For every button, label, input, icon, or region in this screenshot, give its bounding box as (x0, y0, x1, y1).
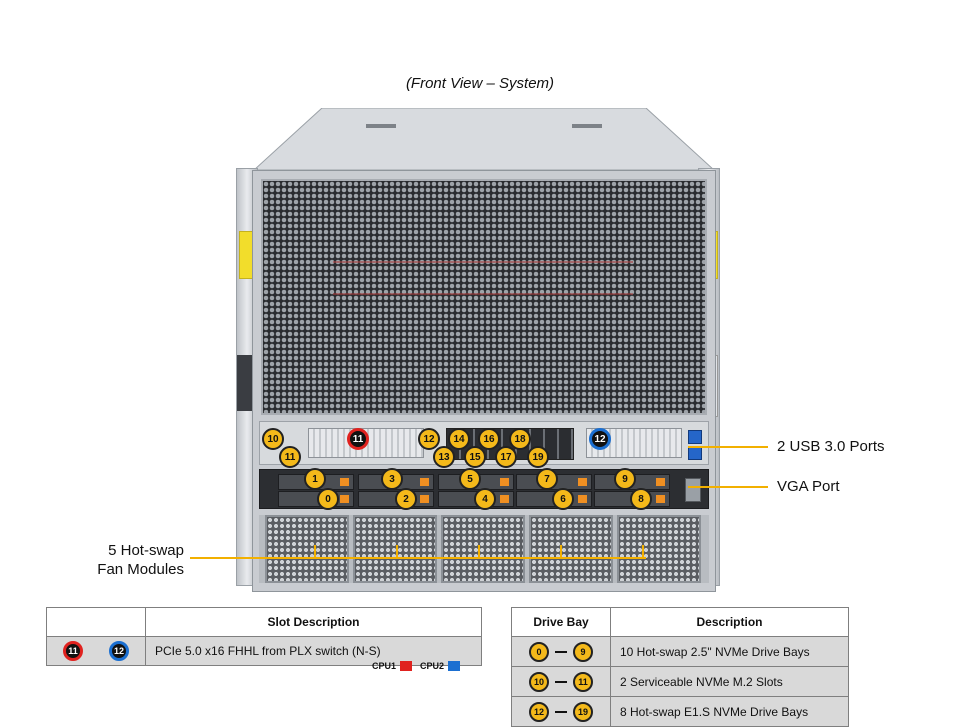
nvme-bay-badge: 4 (474, 488, 496, 510)
bay-to-badge: 19 (573, 701, 593, 722)
m2-slot-badge: 10 (262, 428, 284, 450)
drive-table-header-bay: Drive Bay (511, 607, 611, 637)
range-dash (555, 710, 567, 713)
drive-latch-icon (340, 495, 349, 503)
legend-cpu2-swatch (448, 661, 461, 671)
server-front-panel (252, 170, 716, 592)
usb-callout-label: 2 USB 3.0 Ports (777, 438, 885, 455)
cpu1-slot-badge: 11 (347, 428, 369, 450)
drive-bay[interactable] (278, 491, 354, 507)
bay-from-badge: 12 (529, 701, 549, 722)
m2-slot-badge: 11 (279, 446, 301, 468)
fan-callout-line (190, 557, 646, 559)
slot-table-header: Slot Description (145, 607, 482, 637)
nvme-bay-badge: 6 (552, 488, 574, 510)
drive-latch-icon (340, 478, 349, 486)
fan-module[interactable] (529, 515, 613, 583)
drive-latch-icon (656, 495, 665, 503)
nvme-bay-badge: 5 (459, 468, 481, 490)
table-row: 10 11 2 Serviceable NVMe M.2 Slots (511, 666, 849, 697)
nvme-bay-badge: 3 (381, 468, 403, 490)
drive-latch-icon (500, 478, 509, 486)
cpu2-slot-badge: 12 (109, 641, 129, 661)
usb-callout-line (688, 446, 768, 448)
e1s-bay-badge: 12 (418, 428, 440, 450)
drive-bay-cell: 10 11 (511, 666, 611, 697)
e1s-bay-badge: 13 (433, 446, 455, 468)
vga-port[interactable] (685, 478, 701, 502)
drive-desc-cell: 8 Hot-swap E1.S NVMe Drive Bays (610, 696, 849, 727)
nvme-bay-badge: 2 (395, 488, 417, 510)
vga-callout-line (688, 486, 768, 488)
drive-bay-cell: 12 19 (511, 696, 611, 727)
fan-callout-label-line1: 5 Hot-swap (108, 542, 184, 559)
slot-desc-cell: PCIe 5.0 x16 FHHL from PLX switch (N-S) (145, 636, 482, 666)
drive-desc-cell: 2 Serviceable NVMe M.2 Slots (610, 666, 849, 697)
front-mesh-grille (261, 179, 707, 415)
usb-port[interactable] (688, 430, 702, 444)
fan-module[interactable] (353, 515, 437, 583)
nvme-bay-badge: 1 (304, 468, 326, 490)
drive-desc-cell: 10 Hot-swap 2.5" NVMe Drive Bays (610, 636, 849, 667)
drive-latch-icon (656, 478, 665, 486)
drive-latch-icon (578, 495, 587, 503)
bay-to-badge: 9 (573, 641, 593, 662)
slot-badges-cell: 11 12 (46, 636, 146, 666)
cpu1-slot-badge: 11 (63, 641, 83, 661)
nvme-bay-badge: 8 (630, 488, 652, 510)
drive-bay-table: Drive Bay Description 0 9 10 Hot-swap 2.… (511, 607, 849, 727)
internal-component (333, 293, 633, 295)
fan-module[interactable] (265, 515, 349, 583)
fan-callout-label: 5 Hot-swap Fan Modules (84, 541, 184, 579)
slot-description-table: Slot Description 11 12 PCIe 5.0 x16 FHHL… (46, 607, 482, 666)
fan-callout-label-line2: Fan Modules (97, 561, 184, 578)
fan-callout-tick (314, 545, 316, 557)
table-row: 11 12 PCIe 5.0 x16 FHHL from PLX switch … (46, 636, 482, 666)
fan-module[interactable] (441, 515, 525, 583)
fan-callout-tick (396, 545, 398, 557)
table-row: 12 19 8 Hot-swap E1.S NVMe Drive Bays (511, 696, 849, 727)
drive-latch-icon (578, 478, 587, 486)
legend-cpu2-label: CPU2 (420, 661, 445, 671)
legend-cpu1-label: CPU1 (372, 661, 397, 671)
fan-callout-tick (478, 545, 480, 557)
chassis-top (254, 108, 714, 178)
page-title: (Front View – System) (405, 75, 555, 92)
e1s-bay-badge: 18 (509, 428, 531, 450)
e1s-bay-badge: 17 (495, 446, 517, 468)
drive-latch-icon (420, 478, 429, 486)
fan-callout-tick (560, 545, 562, 557)
range-dash (555, 650, 567, 653)
cpu-legend: CPU1 CPU2 (372, 661, 461, 671)
bay-from-badge: 0 (529, 641, 549, 662)
legend-cpu1-swatch (400, 661, 413, 671)
drive-bay-cell: 0 9 (511, 636, 611, 667)
fan-module-row (259, 515, 709, 583)
slot-table-header-empty (46, 607, 146, 637)
fan-module[interactable] (617, 515, 701, 583)
cpu2-slot-badge: 12 (589, 428, 611, 450)
internal-component (333, 261, 633, 263)
e1s-bay-badge: 14 (448, 428, 470, 450)
drive-latch-icon (420, 495, 429, 503)
bay-to-badge: 11 (573, 671, 593, 692)
e1s-bay-badge: 19 (527, 446, 549, 468)
nvme-bay-badge: 7 (536, 468, 558, 490)
bay-from-badge: 10 (529, 671, 549, 692)
drive-latch-icon (500, 495, 509, 503)
nvme-bay-badge: 0 (317, 488, 339, 510)
vga-callout-label: VGA Port (777, 478, 840, 495)
e1s-bay-badge: 15 (464, 446, 486, 468)
table-row: 0 9 10 Hot-swap 2.5" NVMe Drive Bays (511, 636, 849, 667)
range-dash (555, 680, 567, 683)
usb-port[interactable] (688, 446, 702, 460)
fan-callout-tick (642, 545, 644, 557)
nvme-bay-badge: 9 (614, 468, 636, 490)
drive-table-header-desc: Description (610, 607, 849, 637)
e1s-bay-badge: 16 (478, 428, 500, 450)
